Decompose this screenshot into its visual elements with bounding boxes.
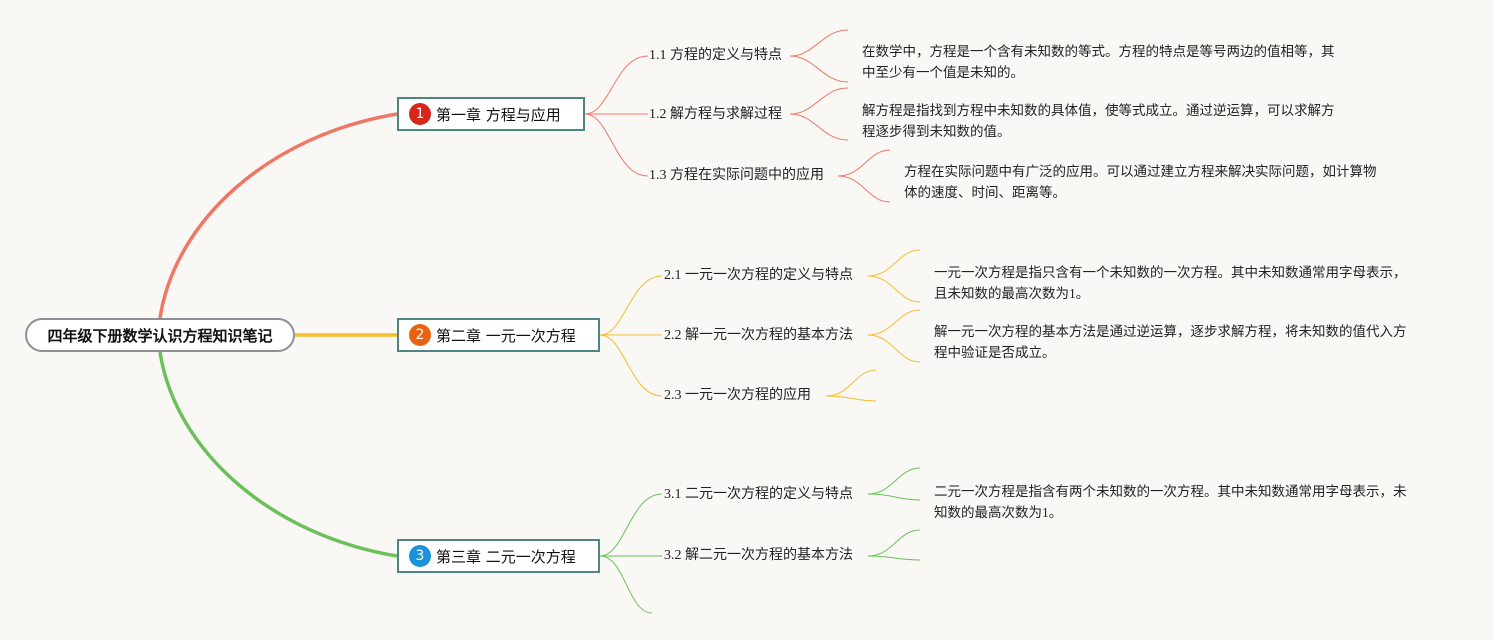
topic-2-1[interactable]: 2.1 一元一次方程的定义与特点 [664,268,853,283]
number-1-badge-icon: 1 [409,103,431,125]
topic-2-1-note: 一元一次方程是指只含有一个未知数的一次方程。其中未知数通常用字母表示， 且未知数… [934,265,1407,301]
branch-ch3-t3 [599,555,653,614]
branch-t32-desc [867,529,921,557]
number-2-badge-icon: 2 [409,324,431,346]
chapter-3-label: 第三章 二元一次方程 [436,547,576,566]
topic-2-3[interactable]: 2.3 一元一次方程的应用 [664,388,811,403]
branch-ch2-t1 [599,275,663,336]
topic-3-1-note: 二元一次方程是指含有两个未知数的一次方程。其中未知数通常用字母表示，未 知数的最… [934,484,1407,520]
branch-t12-desc [789,87,849,115]
branch-ch3-t1 [599,493,663,557]
chapter-2-node[interactable]: 2 第二章 一元一次方程 [397,318,600,352]
topic-2-2-note: 解一元一次方程的基本方法是通过逆运算，逐步求解方程，将未知数的值代入方 程中验证… [934,324,1407,360]
branch-t21-desc [867,249,921,277]
topic-3-2[interactable]: 3.2 解二元一次方程的基本方法 [664,548,853,563]
root-topic[interactable]: 四年级下册数学认识方程知识笔记 [25,318,295,352]
chapter-1-label: 第一章 方程与应用 [436,105,561,124]
branch-ch1-t3 [584,113,649,177]
branch-t12-desc-b [789,113,849,141]
branch-root-ch3 [158,351,398,558]
branch-t13-desc [837,149,891,177]
chapter-3-node[interactable]: 3 第三章 二元一次方程 [397,539,600,573]
branch-t32-desc-b [867,555,921,561]
branch-t23-desc-b [825,395,877,402]
branch-t11-desc-b [789,55,849,83]
branch-t22-desc-b [867,334,921,363]
chapter-2-label: 第二章 一元一次方程 [436,326,576,345]
number-3-badge-icon: 3 [409,545,431,567]
branch-t22-desc [867,309,921,336]
branch-root-ch1 [158,112,398,319]
branch-t31-desc [867,467,921,495]
branch-ch2-t3 [599,334,663,397]
topic-1-2-note: 解方程是指找到方程中未知数的具体值，使等式成立。通过逆运算，可以求解方 程逐步得… [862,103,1335,139]
branch-t21-desc-b [867,275,921,303]
topic-2-2[interactable]: 2.2 解一元一次方程的基本方法 [664,328,853,343]
topic-1-2[interactable]: 1.2 解方程与求解过程 [649,107,782,122]
topic-1-1[interactable]: 1.1 方程的定义与特点 [649,48,782,63]
topic-1-3-note: 方程在实际问题中有广泛的应用。可以通过建立方程来解决实际问题，如计算物 体的速度… [904,164,1377,200]
chapter-1-node[interactable]: 1 第一章 方程与应用 [397,97,585,131]
branch-ch1-t1 [584,55,649,115]
branch-t31-desc-b [867,493,921,501]
topic-1-3[interactable]: 1.3 方程在实际问题中的应用 [649,168,824,183]
topic-3-1[interactable]: 3.1 二元一次方程的定义与特点 [664,487,853,502]
branch-t23-desc [825,369,877,397]
branch-t13-desc-b [837,175,891,203]
topic-1-1-note: 在数学中，方程是一个含有未知数的等式。方程的特点是等号两边的值相等，其 中至少有… [862,44,1335,80]
branch-t11-desc [789,29,849,57]
